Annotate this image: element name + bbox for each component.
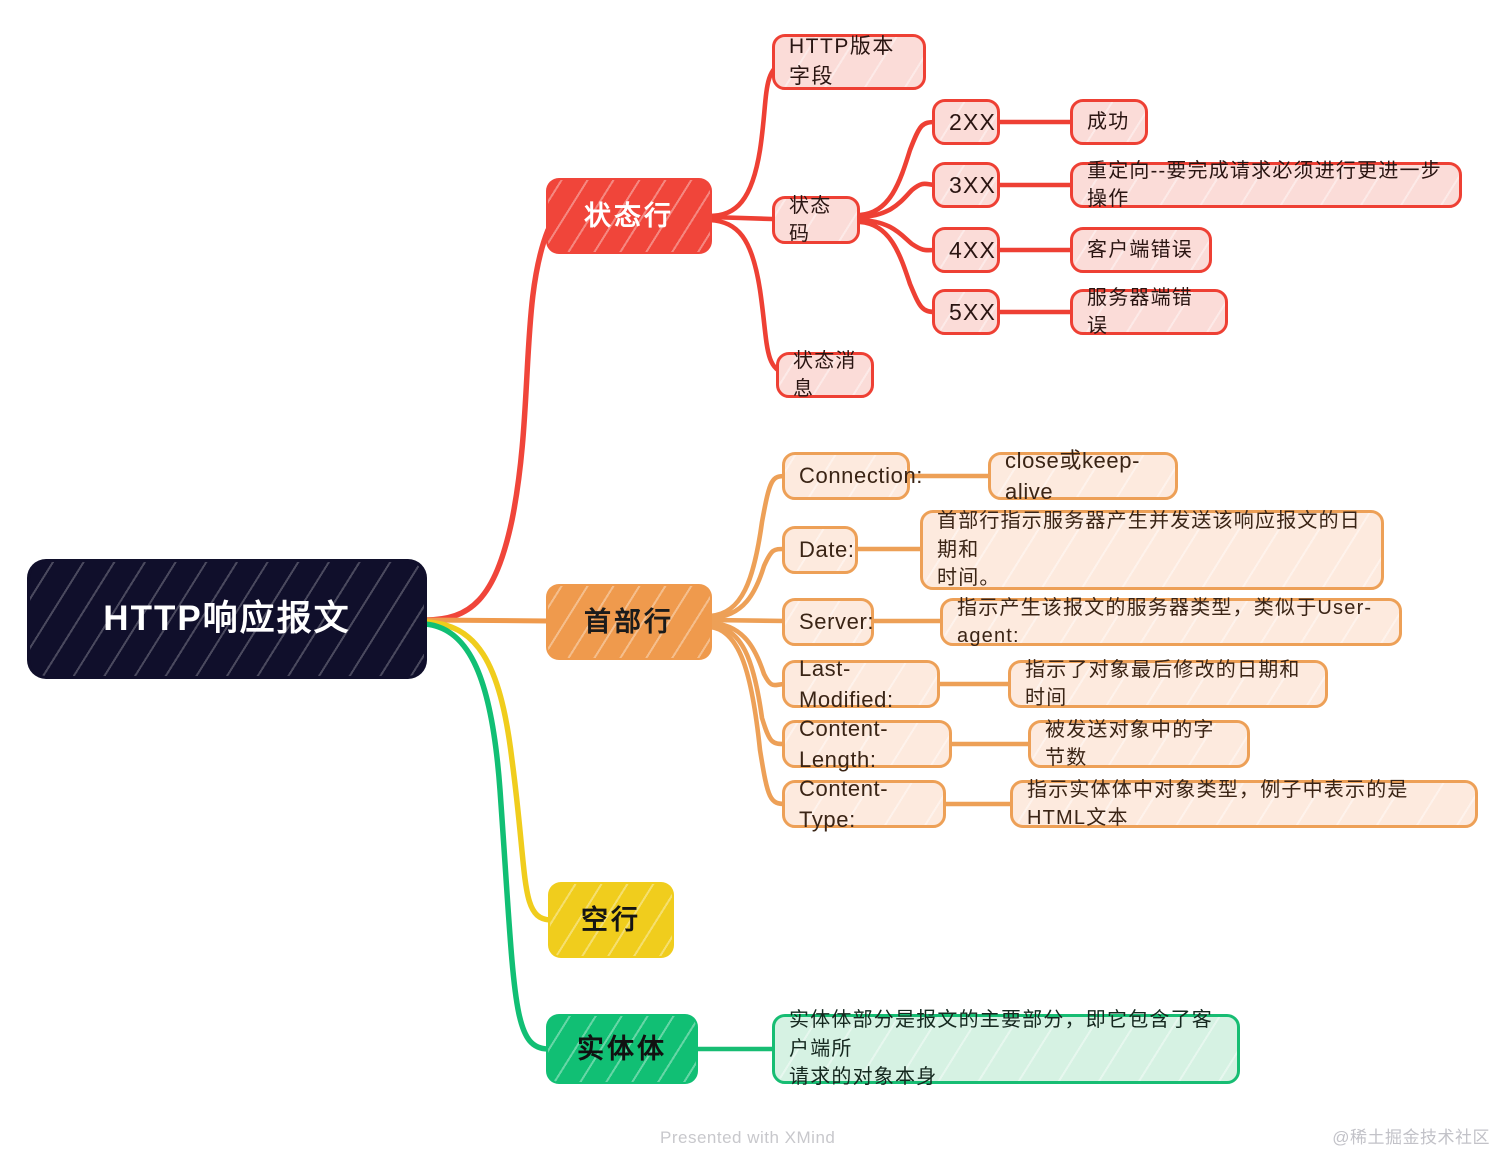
node-code-4xx-desc[interactable]: 客户端错误	[1070, 227, 1212, 273]
node-code-2xx-desc[interactable]: 成功	[1070, 99, 1148, 145]
node-field-content-length-desc[interactable]: 被发送对象中的字节数	[1028, 719, 1250, 769]
branch-header-lines-label: 首部行	[584, 606, 674, 637]
node-entity-body-desc-label: 实体体部分是报文的主要部分，即它包含了客户端所 请求的对象本身	[789, 1009, 1213, 1089]
node-status-code[interactable]: 状态码	[772, 195, 860, 245]
node-code-3xx-desc-label: 重定向--要完成请求必须进行更进一步操作	[1087, 159, 1442, 210]
node-field-server-desc-label: 指示产生该报文的服务器类型，类似于User-agent:	[957, 596, 1373, 647]
node-field-content-type-label: Content-Type:	[799, 775, 889, 832]
node-field-date-desc[interactable]: 首部行指示服务器产生并发送该响应报文的日期和 时间。	[920, 510, 1384, 590]
footer-xmind-credit: Presented with XMind	[660, 1128, 836, 1147]
node-field-content-length-desc-label: 被发送对象中的字节数	[1045, 718, 1215, 769]
node-code-4xx-desc-label: 客户端错误	[1087, 238, 1193, 261]
edge-status-code-to-3xx	[857, 181, 939, 220]
branch-status-line[interactable]: 状态行	[548, 180, 710, 252]
branch-entity-body-label: 实体体	[577, 1033, 667, 1064]
node-code-5xx-label: 5XX	[949, 298, 997, 325]
node-code-3xx-desc[interactable]: 重定向--要完成请求必须进行更进一步操作	[1070, 160, 1462, 210]
node-field-connection-desc-label: close或keep-alive	[1005, 447, 1140, 504]
edge-root-to-blank-line	[422, 619, 553, 923]
node-field-date-desc-label: 首部行指示服务器产生并发送该响应报文的日期和 时间。	[937, 510, 1361, 590]
node-code-2xx-label: 2XX	[949, 108, 997, 135]
root-node-label: HTTP响应报文	[103, 599, 351, 639]
branch-entity-body[interactable]: 实体体	[548, 1016, 696, 1082]
edge-status-code-to-5xx	[857, 219, 939, 315]
node-code-5xx[interactable]: 5XX	[932, 289, 1000, 335]
edge-header-to-connection	[707, 473, 789, 619]
node-code-5xx-desc[interactable]: 服务器端错误	[1070, 287, 1228, 337]
node-field-last-modified[interactable]: Last-Modified:	[782, 656, 940, 712]
node-code-5xx-desc-label: 服务器端错误	[1087, 286, 1193, 337]
node-field-last-modified-desc-label: 指示了对象最后修改的日期和时间	[1025, 658, 1301, 709]
edge-status-code-to-4xx	[857, 217, 939, 253]
root-node[interactable]: HTTP响应报文	[30, 562, 424, 676]
node-field-content-type[interactable]: Content-Type:	[782, 776, 946, 832]
node-field-date-label: Date:	[799, 537, 855, 563]
footer-author-credit: @稀土掘金技术社区	[1332, 1128, 1490, 1147]
edge-root-to-entity-body	[422, 621, 551, 1052]
edge-status-line-to-status-code	[707, 214, 775, 222]
node-http-version-field[interactable]: HTTP版本字段	[772, 34, 926, 90]
node-status-message-label: 状态消息	[793, 349, 857, 400]
branch-blank-line[interactable]: 空行	[550, 884, 672, 956]
node-field-server-label: Server:	[799, 609, 875, 635]
node-http-version-field-label: HTTP版本字段	[789, 35, 895, 88]
node-field-server-desc[interactable]: 指示产生该报文的服务器类型，类似于User-agent:	[940, 597, 1402, 647]
edge-status-line-to-status-message	[707, 217, 789, 377]
edge-status-line-to-http-version	[707, 59, 787, 219]
node-field-connection-label: Connection:	[799, 463, 924, 489]
node-field-content-length-label: Content-Length:	[799, 715, 889, 772]
node-field-content-length[interactable]: Content-Length:	[782, 716, 952, 772]
edge-header-to-content-length	[707, 622, 789, 747]
node-code-2xx-desc-label: 成功	[1087, 110, 1130, 133]
edge-header-to-date	[707, 546, 789, 621]
node-code-3xx-label: 3XX	[949, 171, 997, 198]
node-code-4xx-label: 4XX	[949, 236, 997, 263]
node-code-4xx[interactable]: 4XX	[932, 227, 1000, 273]
node-field-date[interactable]: Date:	[782, 526, 858, 574]
node-field-connection-desc[interactable]: close或keep-alive	[988, 448, 1178, 504]
branch-status-line-label: 状态行	[584, 200, 674, 231]
branch-blank-line-label: 空行	[581, 904, 641, 935]
node-field-content-type-desc[interactable]: 指示实体体中对象类型，例子中表示的是HTML文本	[1010, 779, 1478, 829]
node-code-2xx[interactable]: 2XX	[932, 99, 1000, 145]
edge-root-to-header-lines	[422, 617, 551, 624]
node-field-server[interactable]: Server:	[782, 598, 874, 646]
edge-status-code-to-2xx	[857, 119, 939, 218]
node-field-last-modified-desc[interactable]: 指示了对象最后修改的日期和时间	[1008, 659, 1328, 709]
node-status-code-label: 状态码	[789, 194, 832, 245]
branch-header-lines[interactable]: 首部行	[548, 586, 710, 658]
edge-header-to-last-modified	[707, 620, 789, 688]
node-code-3xx[interactable]: 3XX	[932, 162, 1000, 208]
node-field-content-type-desc-label: 指示实体体中对象类型，例子中表示的是HTML文本	[1027, 778, 1409, 829]
edge-root-to-status-line	[422, 227, 551, 623]
edge-header-to-content-type	[707, 624, 789, 807]
node-status-message[interactable]: 状态消息	[776, 350, 874, 400]
node-field-last-modified-label: Last-Modified:	[799, 655, 894, 712]
edge-header-to-server	[707, 617, 789, 624]
node-field-connection[interactable]: Connection:	[782, 452, 924, 500]
node-entity-body-desc[interactable]: 实体体部分是报文的主要部分，即它包含了客户端所 请求的对象本身	[772, 1009, 1240, 1088]
